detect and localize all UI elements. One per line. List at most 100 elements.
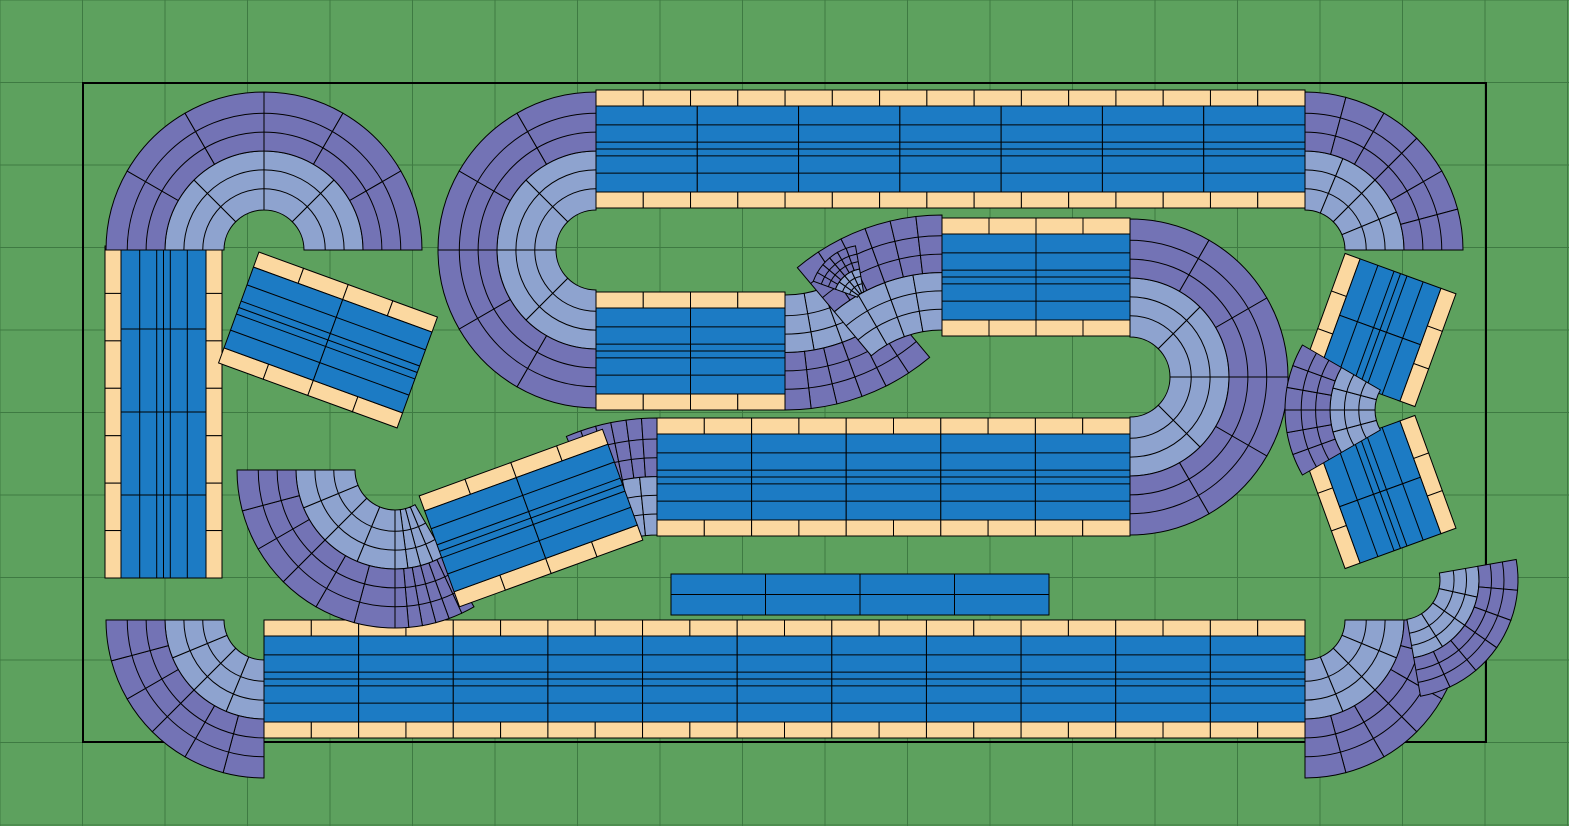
border-tile [1082,417,1131,435]
border-tile [784,619,833,637]
border-tile [1035,217,1084,235]
lane-line [257,469,396,608]
lane-line [1304,169,1386,251]
border-tile [893,417,942,435]
border-tile [1209,721,1259,739]
lane-line [1365,433,1408,547]
border-tile [784,191,833,209]
border-tile [642,393,691,411]
lane-line [820,253,858,285]
outer-curve-piece [516,91,597,165]
border-tile [642,89,692,107]
border-tile [594,721,644,739]
border-tile [1162,721,1211,739]
border-tile [104,387,122,437]
border-tile [987,417,1036,435]
border-tile [879,191,928,209]
outer-curve-piece [640,417,658,478]
border-tile [452,619,502,637]
outer-curve-piece [1304,715,1347,779]
outer-curve-piece [1292,344,1343,382]
border-tile [642,721,691,739]
slot-car-track [104,89,1519,779]
border-tile [737,89,786,107]
border-tile [205,340,223,389]
border-tile [1115,619,1164,637]
border-tile [845,519,895,537]
middle-link-bend [812,245,865,298]
border-tile [831,89,881,107]
border-tile [205,482,223,532]
outer-curve-piece [236,469,300,512]
lane-line [1129,296,1211,458]
border-tile [1115,191,1164,209]
lane-line [1129,258,1249,496]
center-straight [656,417,1131,537]
lane-line [857,308,943,341]
border-tile [893,519,942,537]
lane-line [458,112,597,388]
middle-right-straight [941,217,1131,337]
border-tile [1257,721,1306,739]
lane-line [1343,374,1355,446]
border-tile [845,417,895,435]
border-tile [205,530,223,579]
border-tile [104,435,122,484]
lane-line [1304,188,1367,251]
border-tile [737,393,786,411]
lane-line [1129,239,1268,515]
border-tile [104,292,122,342]
lane-line [230,329,410,396]
border-tile [879,89,928,107]
lane-line [784,341,917,390]
lane-line [1359,435,1401,549]
border-tile [973,89,1022,107]
lane-line [477,131,597,369]
lane-line [394,538,436,551]
border-tile [736,619,786,637]
border-tile [878,619,927,637]
border-tile [205,245,223,294]
lane-line [145,619,265,739]
border-tile [751,417,800,435]
outer-curve-piece [845,245,861,272]
outer-curve-piece [1413,650,1451,697]
border-tile [1020,721,1069,739]
lane-line [447,506,632,575]
border-tile [878,721,927,739]
outer-curve-piece [1477,558,1519,591]
lane-line [145,131,383,251]
border-tile [656,519,705,537]
border-tile [1034,417,1084,435]
border-tile [1257,191,1306,209]
bottom-straight [263,619,1306,739]
lane-line [534,188,597,312]
right-chicane-curve [1284,344,1382,476]
lane-line [236,313,416,380]
border-tile [1257,89,1306,107]
lane-line [1336,265,1379,379]
lane-line [1304,619,1367,682]
border-tile [689,721,738,739]
lane-line [1304,619,1386,701]
border-tile [940,417,989,435]
border-tile [104,482,122,532]
top-right-curve [1304,91,1464,251]
border-tile [500,619,549,637]
border-tile [690,89,739,107]
border-tile [941,319,990,337]
lane-line [1352,271,1395,385]
border-tile [104,245,122,294]
lane-line [183,619,265,701]
border-tile [1162,89,1211,107]
top-straight [595,89,1306,209]
right-middle-hairpin [1129,218,1289,536]
lane-line [276,469,396,589]
border-tile [595,191,644,209]
lane-line [202,619,265,682]
border-tile [703,519,753,537]
outer-curve-piece [394,568,410,629]
lane-line [1381,281,1424,395]
left-s-curve-b [394,503,475,629]
